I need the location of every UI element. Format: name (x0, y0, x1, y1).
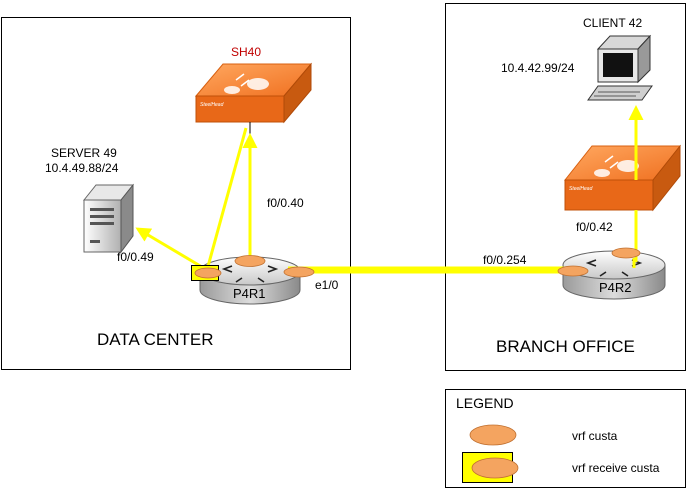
legend-vrf-swatch (469, 424, 517, 446)
router-p4r1-label: P4R1 (233, 286, 266, 301)
interface-label-e1-0: e1/0 (315, 278, 339, 292)
interface-label-f0-0-42: f0/0.42 (576, 220, 613, 234)
steelhead-dc-icon[interactable]: SteelHead (194, 62, 313, 124)
steelhead-branch-icon[interactable]: SteelHead (563, 144, 682, 212)
vrf-interface-f0-0-40[interactable] (234, 255, 266, 267)
router-p4r2-icon[interactable] (562, 250, 666, 300)
sh40-label: SH40 (231, 45, 261, 59)
data-center-label: DATA CENTER (97, 330, 214, 349)
legend-vrf-receive-swatch (471, 457, 519, 479)
branch-office-label: BRANCH OFFICE (496, 337, 635, 356)
traffic-path (135, 105, 644, 274)
data-center-zone (1, 17, 351, 370)
legend-title: LEGEND (456, 395, 514, 411)
vrf-interface-f0-0-42[interactable] (611, 247, 641, 259)
legend-vrf-receive-label: vrf receive custa (572, 461, 660, 475)
router-p4r2-label: P4R2 (599, 280, 632, 295)
interface-label-f0-0-254: f0/0.254 (483, 253, 527, 267)
router-p4r1-icon[interactable] (199, 256, 301, 305)
client-ip: 10.4.42.99/24 (501, 61, 575, 75)
client-name: CLIENT 42 (583, 16, 642, 30)
branch-office-zone (445, 3, 686, 371)
svg-text:SteelHead: SteelHead (569, 186, 593, 192)
interface-label-f0-0-40: f0/0.40 (267, 196, 304, 210)
server-ip: 10.4.49.88/24 (45, 161, 119, 175)
client-computer-icon[interactable] (587, 34, 653, 101)
legend-vrf-label: vrf custa (572, 429, 618, 443)
svg-text:SteelHead: SteelHead (200, 102, 224, 108)
interface-label-f0-0-49: f0/0.49 (117, 250, 154, 264)
server-name: SERVER 49 (51, 146, 117, 160)
vrf-interface-e1-0[interactable] (283, 266, 315, 278)
vrf-interface-f0-0-49[interactable] (194, 267, 222, 279)
server-icon[interactable] (82, 183, 135, 254)
vrf-interface-f0-0-254[interactable] (557, 265, 589, 277)
